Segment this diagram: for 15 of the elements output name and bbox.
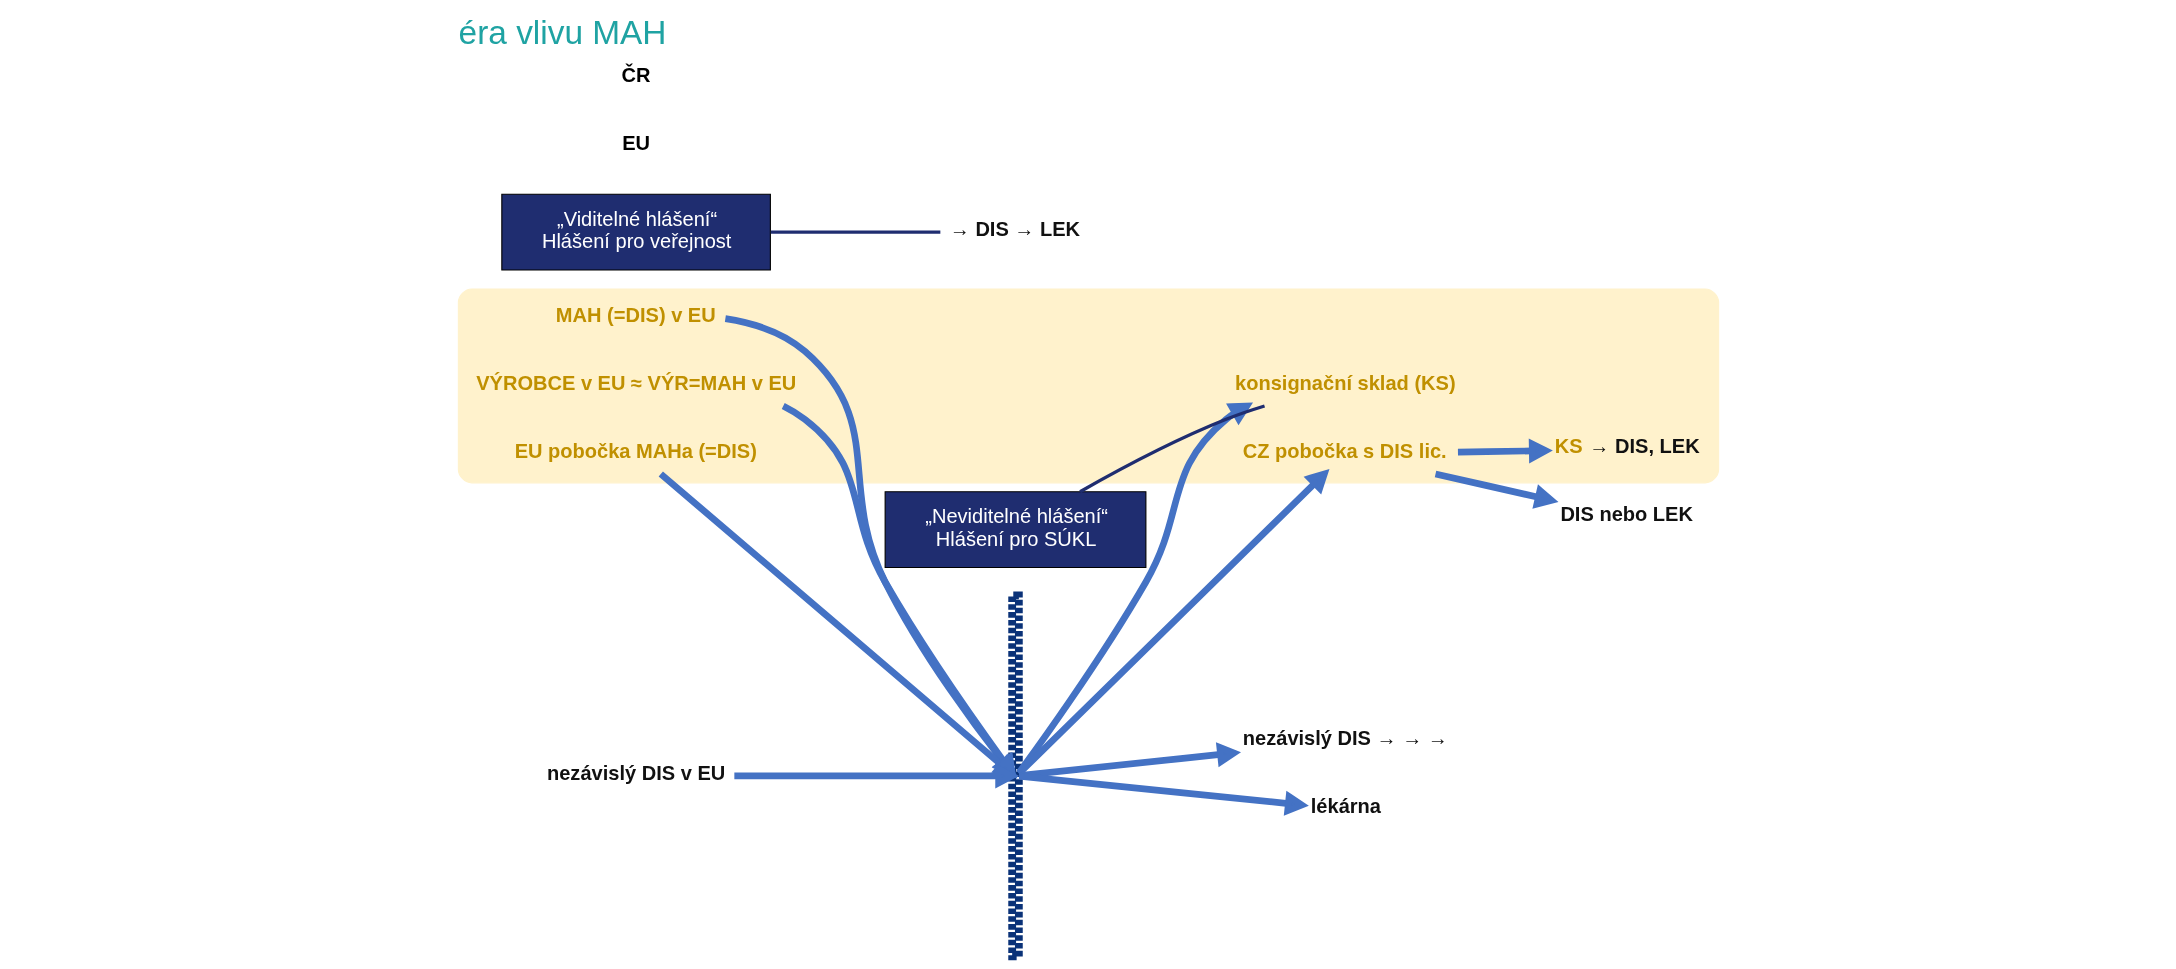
diagram-title: éra vlivu MAH	[458, 13, 667, 51]
node-text: konsignační sklad (KS)	[1234, 371, 1456, 394]
node-text: → DIS → LEK	[949, 217, 1080, 240]
node-text: EU pobočka MAHa (=DIS)	[514, 439, 757, 462]
label: EU	[621, 132, 650, 155]
node-text: CZ pobočka s DIS lic.	[1242, 439, 1447, 462]
node-text: VÝROBCE v EU ≈ VÝR=MAH v EU	[475, 371, 796, 394]
node-text: DIS nebo LEK	[1559, 503, 1693, 526]
node-text: lékárna	[1310, 795, 1381, 818]
node-text: KS	[1554, 435, 1583, 458]
node-label: → DIS, LEK	[1588, 435, 1700, 458]
label: ČR	[621, 64, 651, 87]
node-text: nezávislý DIS v EU	[546, 761, 725, 784]
node-text: MAH (=DIS) v EU	[555, 303, 716, 326]
node-text: nezávislý DIS → → →	[1242, 727, 1448, 750]
